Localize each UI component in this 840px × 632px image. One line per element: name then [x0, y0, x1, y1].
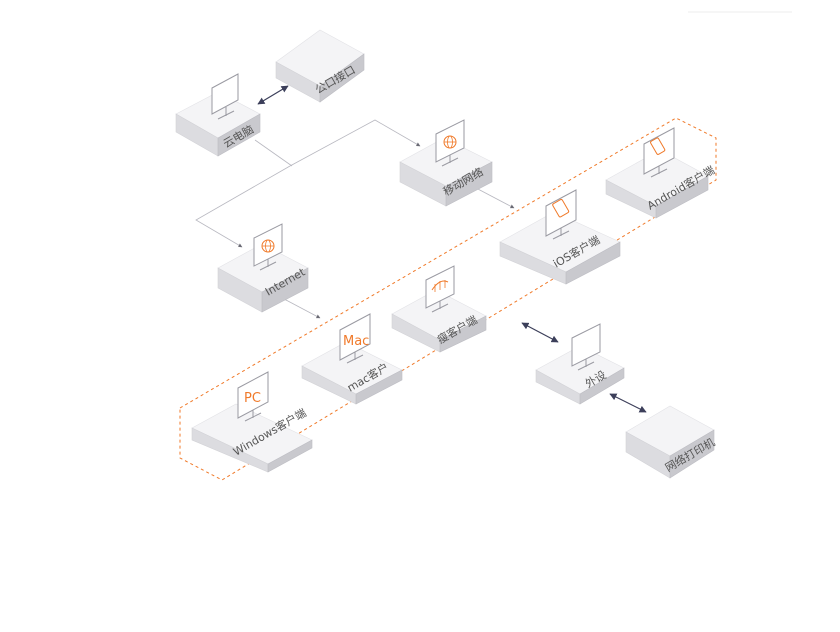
tablet-icon — [552, 198, 570, 218]
monitor-icon — [339, 313, 371, 364]
node-cloud-pc: 云电脑 — [175, 73, 261, 157]
mobile-ios-connector — [471, 184, 515, 209]
thin-peripheral-connector — [521, 322, 559, 343]
node-peripheral: 外设 — [535, 323, 625, 405]
monitor-icon — [211, 73, 239, 120]
node-public-interface: 公口接口 — [275, 29, 365, 103]
peripheral-printer-connector — [609, 393, 647, 413]
node-windows: PC Windows客户端 — [191, 371, 313, 473]
internet-windows-connector — [281, 296, 321, 319]
thin-client-icon — [431, 280, 449, 292]
monitor-icon — [545, 189, 577, 240]
node-ios: iOS客户端 — [499, 189, 621, 285]
monitor-icon — [253, 223, 283, 271]
client-group-outline — [179, 117, 717, 481]
phone-icon — [650, 137, 666, 155]
monitor-icon — [237, 371, 269, 422]
node-mobile-network: 移动网络 — [399, 119, 493, 207]
node-android: Android客户端 — [605, 127, 717, 219]
globe-icon — [443, 135, 457, 149]
cloudpc-public-connector — [257, 85, 289, 105]
monitor-icon — [571, 323, 601, 371]
node-thin-client: 瘦客户端 — [391, 265, 487, 353]
connector-arrows — [257, 85, 647, 413]
node-network-printer: 网络打印机 — [625, 405, 717, 479]
pc-glyph: PC — [244, 391, 261, 406]
monitor-icon — [643, 127, 675, 178]
node-internet: Internet — [217, 223, 309, 313]
globe-icon — [261, 239, 275, 253]
mac-glyph: Mac — [343, 334, 369, 349]
node-mac: Mac mac客户 — [301, 313, 403, 405]
monitor-icon — [435, 119, 465, 167]
flow-lines — [195, 119, 421, 248]
